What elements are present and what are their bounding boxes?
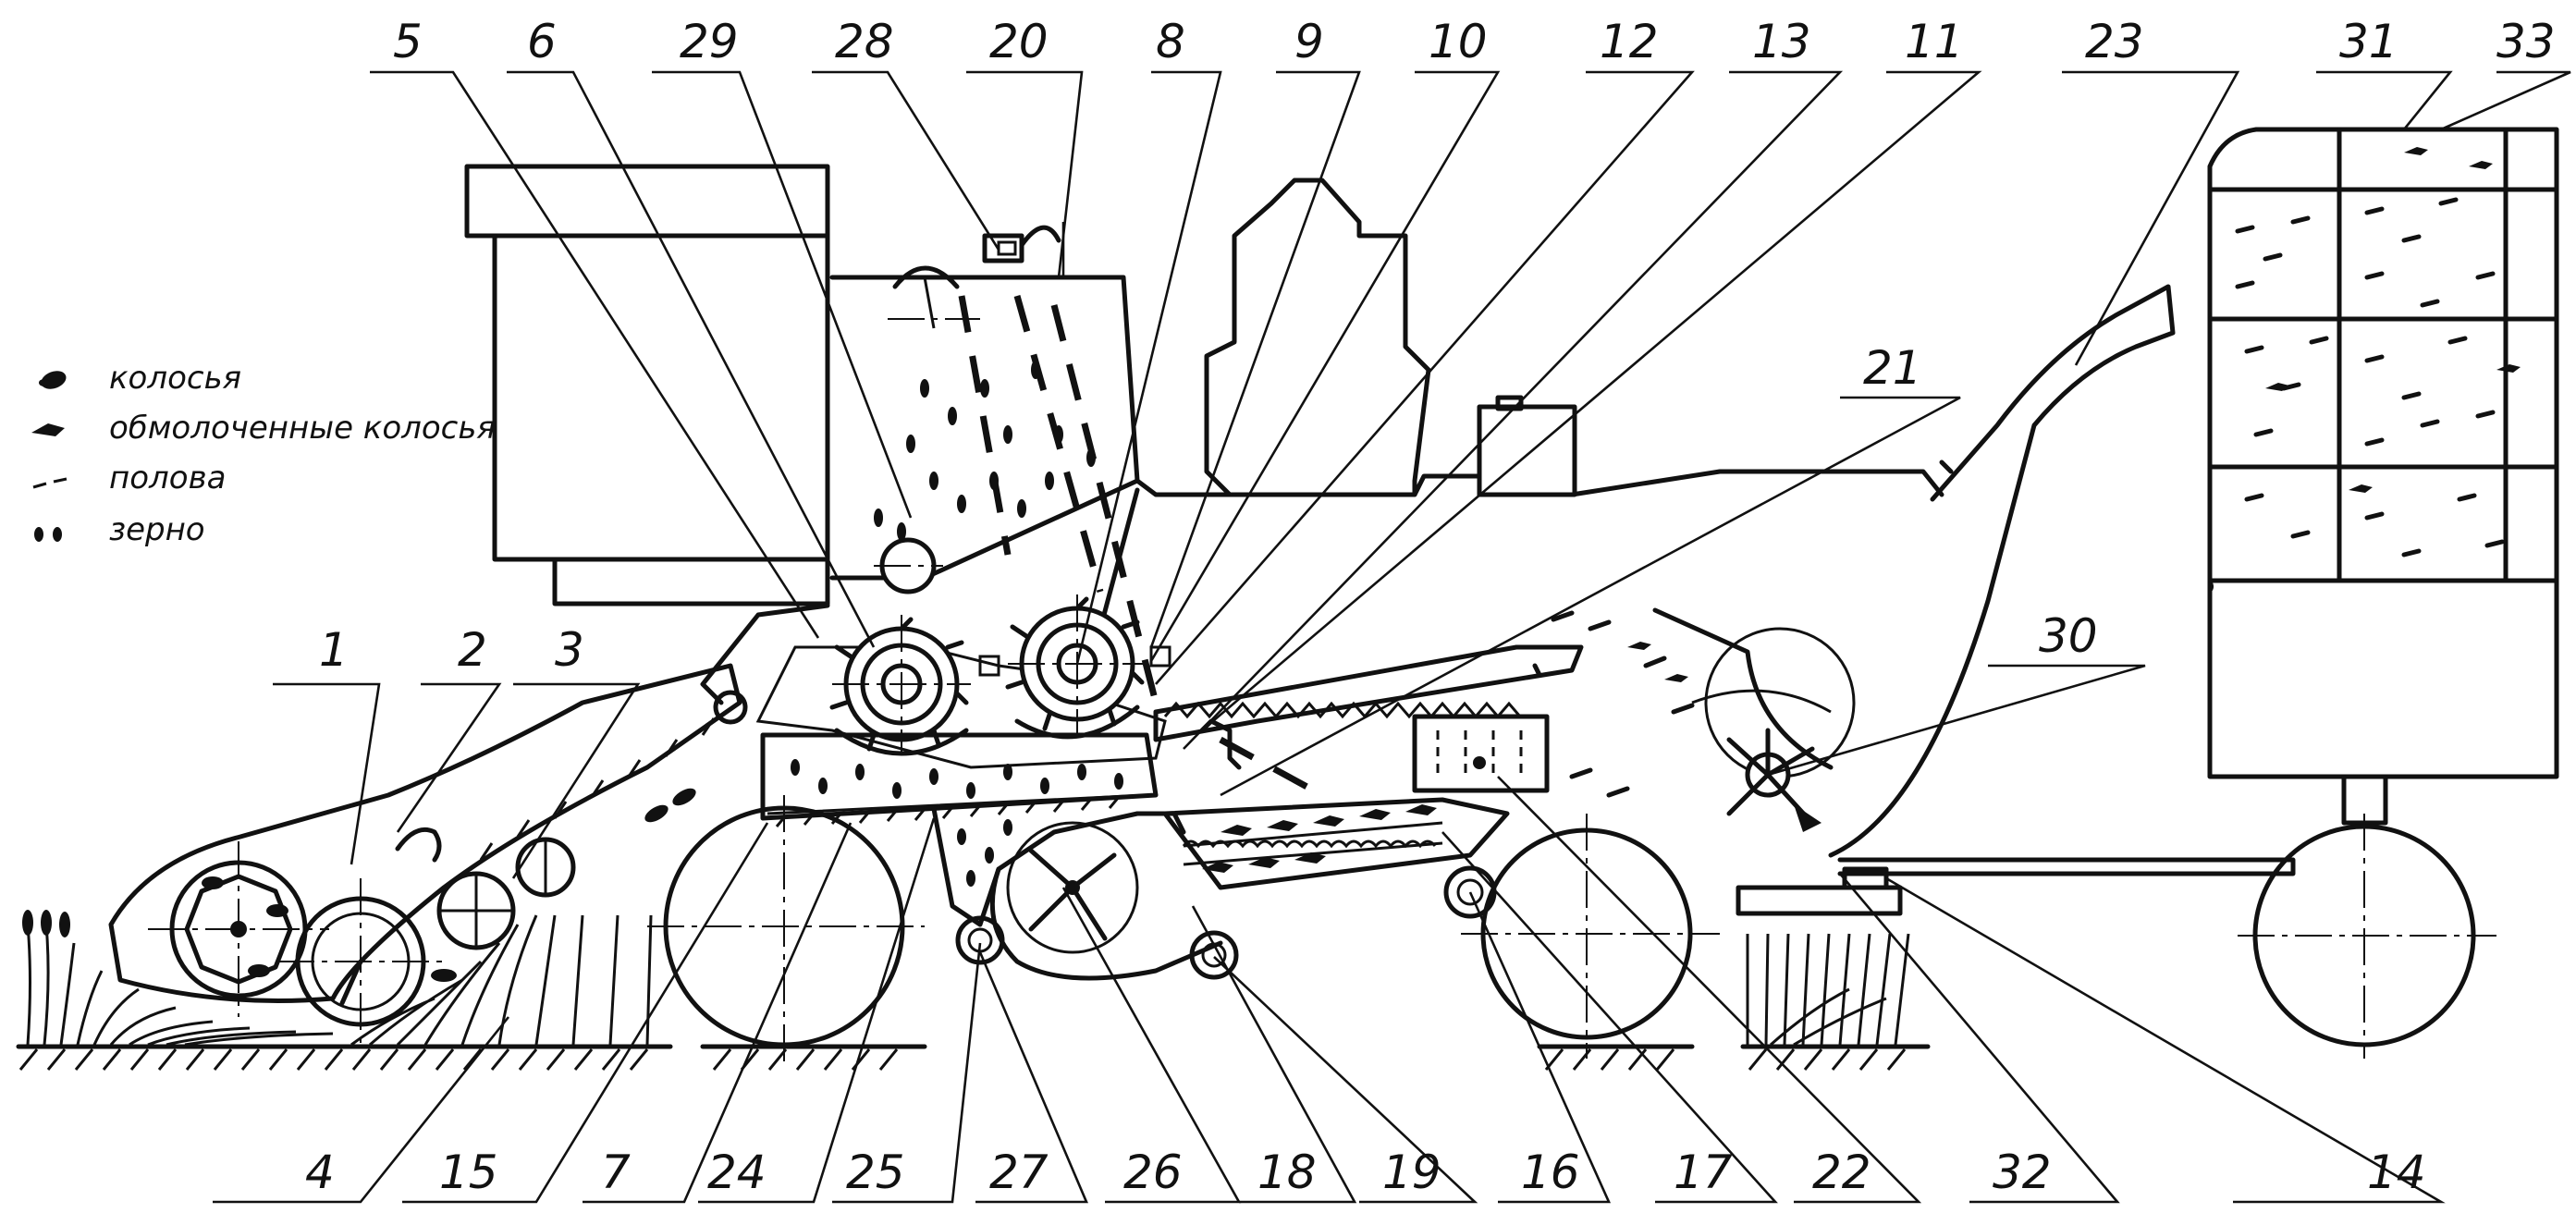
- threshing-drums: [755, 594, 1171, 769]
- standing-crop-rear: [1746, 933, 1910, 1047]
- cabin: [1204, 178, 1431, 497]
- left-labels: 1 2 3: [319, 623, 584, 677]
- label-5: 5: [393, 15, 423, 68]
- grain-falling: [957, 819, 1012, 887]
- bale-wheel: [2238, 774, 2496, 1059]
- grain-on-tray: [791, 759, 1123, 799]
- label-2: 2: [458, 623, 487, 677]
- legend-ear-label: колосья: [109, 360, 241, 397]
- leader-lines: [213, 70, 2571, 1204]
- label-12: 12: [1600, 15, 1659, 68]
- standing-crop-front: [22, 910, 653, 1047]
- label-8: 8: [1156, 15, 1185, 68]
- label-9: 9: [1294, 15, 1324, 68]
- chaff-flying: [1551, 610, 1695, 798]
- cleaning-sieve: [1162, 736, 1510, 919]
- label-14: 14: [2367, 1146, 2426, 1199]
- label-27: 27: [989, 1146, 1049, 1199]
- middle-wheel: [1461, 814, 1720, 1059]
- conveyor-teeth: [479, 717, 716, 861]
- grain-stream: [958, 295, 1159, 704]
- engine-box: [1477, 395, 1577, 497]
- right-labels: 21 30: [1863, 341, 2098, 663]
- ground: [16, 1044, 1931, 1071]
- legend: колосья обмолоченные колосья полова зерн…: [31, 360, 496, 548]
- label-31: 31: [2339, 15, 2398, 68]
- label-26: 26: [1123, 1146, 1183, 1199]
- body-top: [1098, 178, 1944, 631]
- fan-26: [1006, 821, 1139, 954]
- label-21: 21: [1863, 341, 1922, 395]
- conveyor-rollers: [436, 690, 748, 950]
- label-15: 15: [439, 1146, 498, 1199]
- ears-on-conveyor: [431, 788, 696, 982]
- label-24: 24: [707, 1146, 767, 1199]
- lower-tray: [760, 732, 1159, 827]
- legend-threshed-ear-symbol: [31, 423, 65, 436]
- legend-grain-label: зерно: [109, 511, 205, 548]
- label-1: 1: [319, 623, 349, 677]
- label-29: 29: [680, 15, 739, 68]
- label-22: 22: [1812, 1146, 1871, 1199]
- straw-elevator: [1551, 284, 2176, 858]
- top-labels: 5 6 29 28 20 8 9 10 12 13 11 23 31 33: [393, 15, 2556, 68]
- legend-grain-symbol: [34, 527, 62, 542]
- label-18: 18: [1257, 1146, 1317, 1199]
- bale-container: [1736, 127, 2559, 1059]
- label-28: 28: [835, 15, 894, 68]
- legend-chaff-label: полова: [109, 459, 226, 496]
- label-17: 17: [1674, 1146, 1733, 1199]
- legend-chaff-symbol: [32, 477, 67, 489]
- sieve-hopper: [931, 806, 1239, 981]
- threshed-ears-on-sieve: [1202, 804, 1437, 873]
- label-7: 7: [601, 1146, 631, 1199]
- label-13: 13: [1752, 15, 1811, 68]
- straw-chaff-bales: [2235, 147, 2521, 557]
- label-11: 11: [1905, 15, 1964, 68]
- label-10: 10: [1429, 15, 1488, 68]
- ear-lifter: [395, 827, 442, 863]
- gearbox: [1412, 714, 1550, 793]
- reel: [148, 841, 329, 1017]
- label-3: 3: [555, 623, 584, 677]
- label-6: 6: [527, 15, 557, 68]
- ear-cluster: [22, 910, 70, 937]
- lower-drum-29: [874, 537, 943, 594]
- cutting-auger: [277, 878, 444, 1045]
- label-20: 20: [989, 15, 1049, 68]
- label-32: 32: [1993, 1146, 2052, 1199]
- label-4: 4: [305, 1146, 335, 1199]
- legend-ear-symbol: [39, 371, 67, 389]
- label-33: 33: [2496, 15, 2556, 68]
- label-19: 19: [1382, 1146, 1441, 1199]
- label-16: 16: [1521, 1146, 1580, 1199]
- grain-bin: [464, 164, 830, 705]
- label-23: 23: [2085, 15, 2144, 68]
- label-25: 25: [846, 1146, 905, 1199]
- legend-threshed-ear-label: обмолоченные колосья: [109, 410, 496, 447]
- front-wheel: [647, 795, 925, 1063]
- label-30: 30: [2039, 609, 2098, 663]
- drum-6: [829, 615, 971, 754]
- spreader-30: [1726, 728, 1822, 832]
- bottom-labels: 4 15 7 24 25 27 26 18 19 16 17 22 32 14: [305, 1146, 2426, 1199]
